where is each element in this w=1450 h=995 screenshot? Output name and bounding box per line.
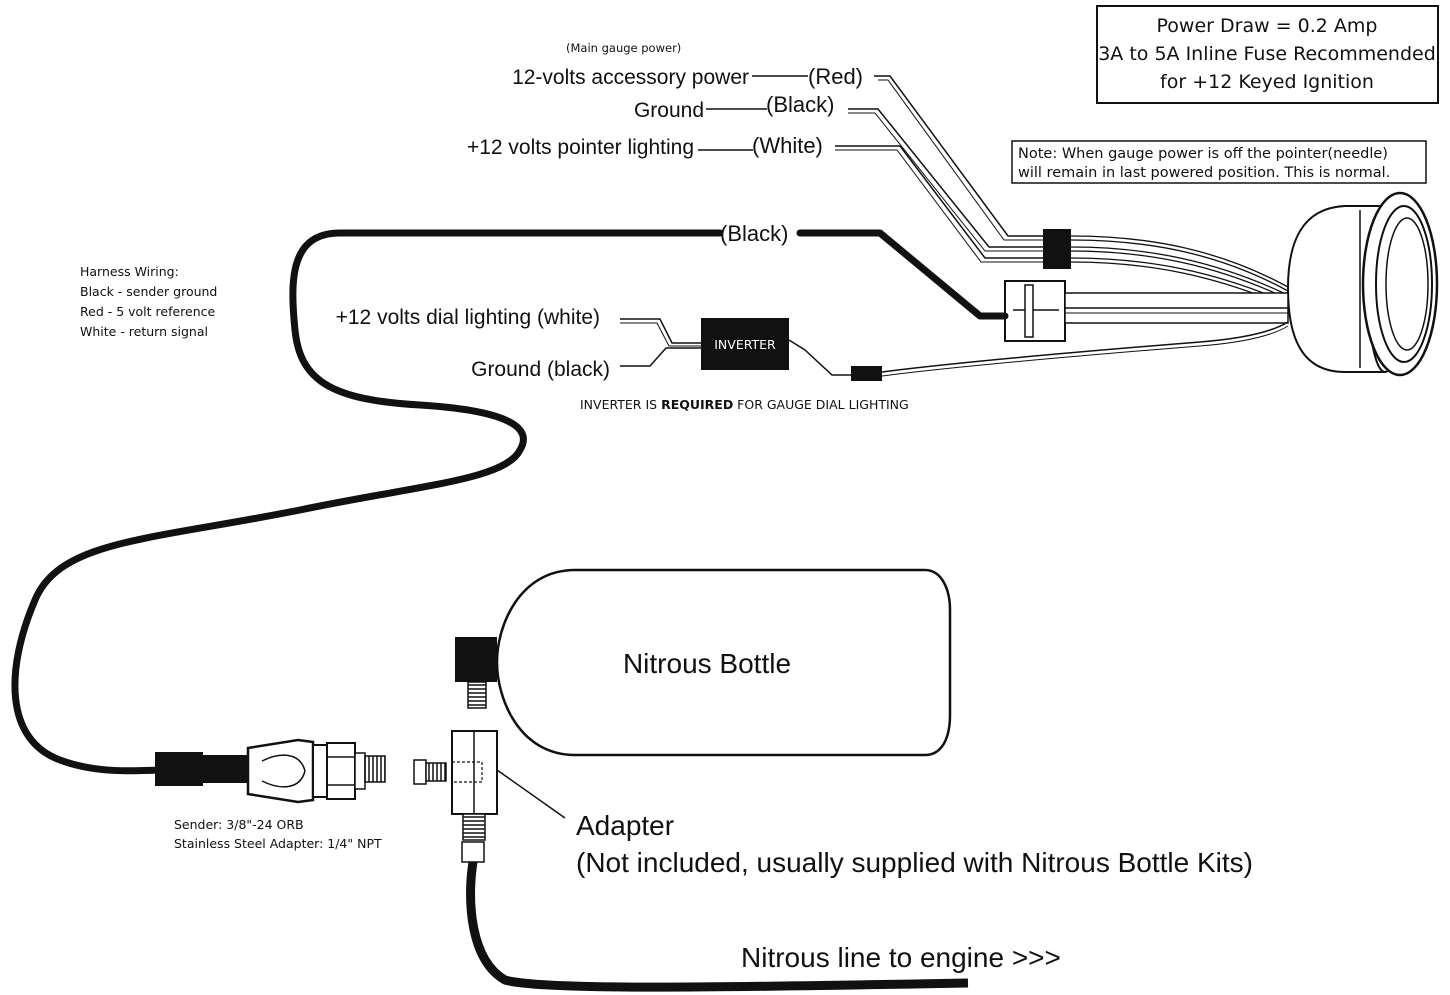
sender-spec-line-2: Stainless Steel Adapter: 1/4" NPT [174, 836, 382, 851]
sender-cable [11, 229, 1009, 775]
sender-boot [155, 752, 203, 786]
harness-line-3: White - return signal [80, 324, 208, 339]
white-wire-label: (White) [752, 133, 823, 158]
main-gauge-power-caption: (Main gauge power) [566, 41, 681, 55]
harness-wiring-note: Harness Wiring: Black - sender ground Re… [80, 264, 217, 339]
power-draw-line-2: 3A to 5A Inline Fuse Recommended [1098, 43, 1436, 65]
inverter-label: INVERTER [714, 337, 776, 352]
nitrous-bottle-label: Nitrous Bottle [623, 648, 791, 679]
nitrous-line-label: Nitrous line to engine >>> [741, 942, 1061, 973]
sender-body [246, 738, 315, 804]
adapter-subtitle: (Not included, usually supplied with Nit… [576, 847, 1253, 878]
pointer-lighting-label: +12 volts pointer lighting [467, 136, 694, 159]
nitrous-bottle: Nitrous Bottle [455, 568, 952, 757]
sender-thread [364, 755, 386, 783]
sender-cable-label: (Black) [720, 221, 788, 246]
black-wire-label: (Black) [766, 92, 834, 117]
pointer-lighting-wire: +12 volts pointer lighting (White) [467, 133, 1043, 263]
red-wire-label: (Red) [808, 64, 863, 89]
dial-lighting-wires: +12 volts dial lighting (white) Ground (… [336, 306, 1289, 412]
sender-spec-line-1: Sender: 3/8"-24 ORB [174, 817, 304, 832]
inverter-required-note: INVERTER IS REQUIRED FOR GAUGE DIAL LIGH… [580, 397, 909, 412]
dial-lighting-black-label: Ground (black) [471, 358, 610, 381]
ground-wire: Ground (Black) [634, 92, 1043, 252]
power-draw-line-1: Power Draw = 0.2 Amp [1157, 15, 1378, 37]
gauge-body [1286, 191, 1439, 377]
harness-line-1: Black - sender ground [80, 284, 217, 299]
sender-hex [326, 742, 356, 800]
needle-note-line-2: will remain in last powered position. Th… [1018, 165, 1390, 181]
adapter-fitting: Adapter (Not included, usually supplied … [413, 730, 1253, 878]
sender-boot-neck [203, 755, 248, 783]
pressure-sender [155, 738, 386, 804]
sender-connector [1004, 280, 1289, 342]
gauge-lead-wires [1070, 235, 1289, 308]
ground-label: Ground [634, 99, 704, 122]
power-connector [1043, 229, 1071, 269]
needle-note-box: Note: When gauge power is off the pointe… [1011, 140, 1427, 184]
dial-lighting-white-label: +12 volts dial lighting (white) [336, 306, 600, 329]
bottle-valve [455, 637, 497, 682]
power-draw-line-3: for +12 Keyed Ignition [1160, 71, 1374, 93]
nitrous-line [466, 861, 969, 992]
power-draw-box: Power Draw = 0.2 Amp 3A to 5A Inline Fus… [1096, 5, 1439, 104]
needle-note-line-1: Note: When gauge power is off the pointe… [1018, 146, 1388, 162]
harness-line-2: Red - 5 volt reference [80, 304, 216, 319]
accessory-power-label: 12-volts accessory power [512, 66, 749, 89]
inverter-connector [851, 366, 882, 381]
bottle-valve-thread [467, 681, 487, 709]
harness-title: Harness Wiring: [80, 264, 179, 279]
adapter-label: Adapter [576, 810, 674, 841]
inverter-box [701, 318, 789, 370]
accessory-power-wire: 12-volts accessory power (Red) [512, 64, 1043, 241]
